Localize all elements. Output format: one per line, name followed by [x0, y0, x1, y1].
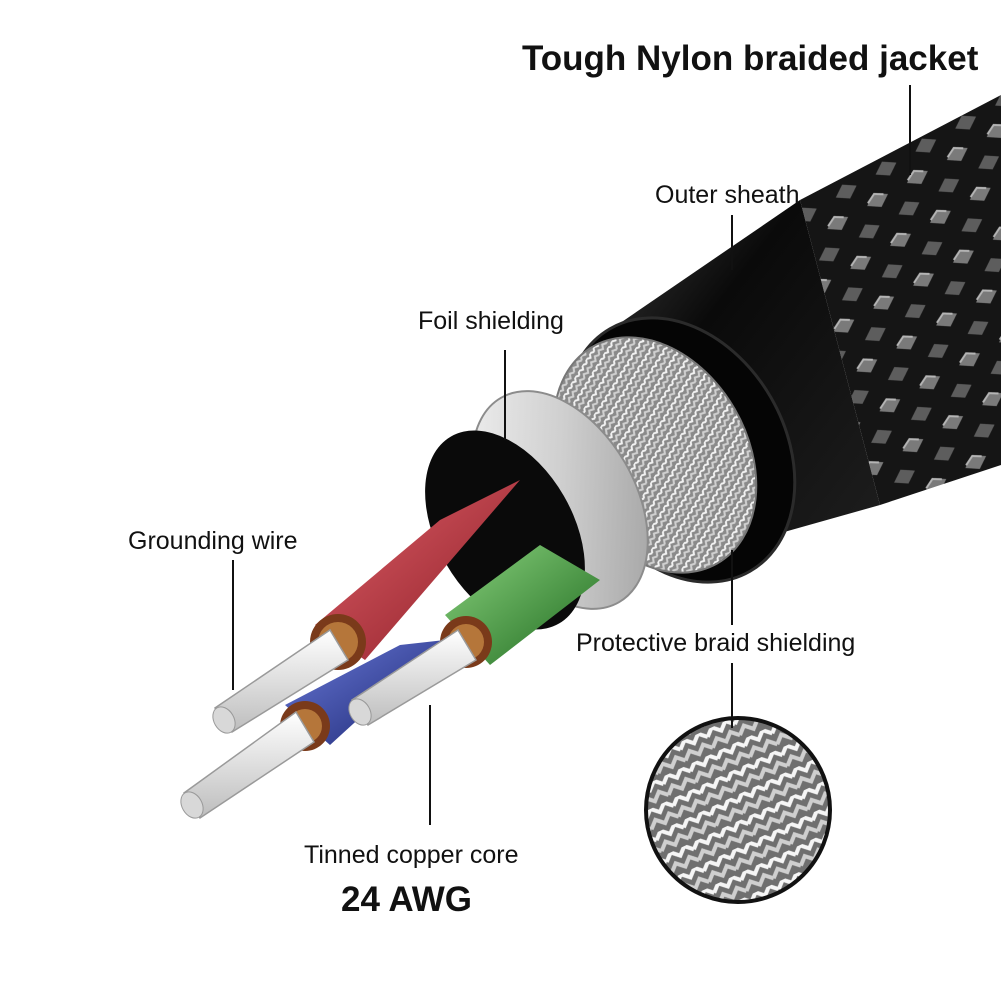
label-braid-shielding: Protective braid shielding [576, 629, 856, 657]
label-wire-gauge: 24 AWG [341, 880, 472, 919]
tinned-strand-red [212, 628, 350, 734]
label-grounding-wire: Grounding wire [128, 527, 298, 555]
label-foil-shielding: Foil shielding [418, 307, 564, 335]
label-outer-sheath: Outer sheath [655, 181, 800, 209]
braid-magnifier [644, 716, 832, 904]
tinned-strand-green [348, 628, 478, 727]
label-nylon-jacket: Tough Nylon braided jacket [522, 39, 979, 78]
label-tinned-copper-core: Tinned copper core [304, 841, 519, 869]
tinned-strand-blue [180, 710, 316, 820]
nylon-braided-jacket [800, 95, 1001, 505]
